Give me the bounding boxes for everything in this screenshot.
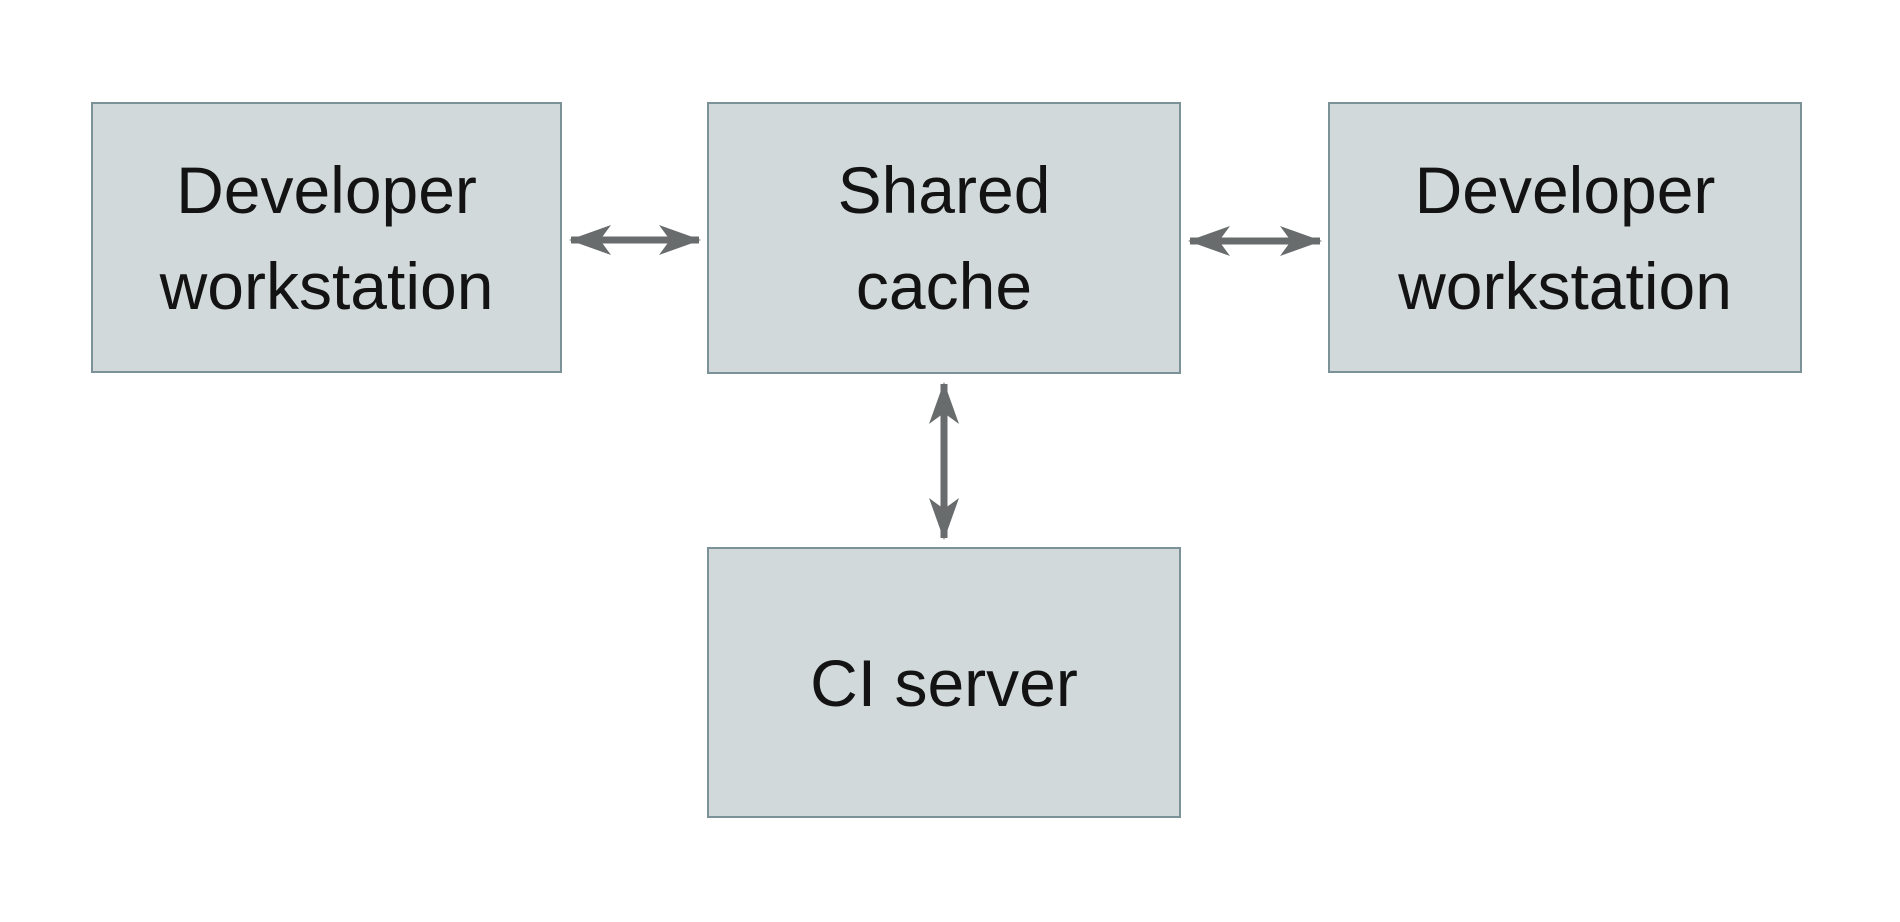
edge-shared-cache-ci-server [929, 376, 959, 546]
double-arrow-horizontal-icon [1188, 226, 1322, 256]
node-developer-workstation-right: Developer workstation [1328, 102, 1802, 373]
node-developer-workstation-right-label: Developer workstation [1398, 152, 1732, 323]
node-shared-cache-label: Shared cache [837, 153, 1051, 323]
node-ci-server-label: CI server [810, 645, 1078, 720]
double-arrow-horizontal-icon [569, 225, 701, 255]
node-ci-server: CI server [707, 547, 1181, 818]
edge-workstation-left-shared-cache [563, 225, 707, 255]
double-arrow-vertical-icon [929, 382, 959, 540]
node-developer-workstation-left-label: Developer workstation [159, 152, 494, 323]
node-shared-cache: Shared cache [707, 102, 1181, 374]
edge-shared-cache-workstation-right [1182, 226, 1328, 256]
node-developer-workstation-left: Developer workstation [91, 102, 562, 373]
